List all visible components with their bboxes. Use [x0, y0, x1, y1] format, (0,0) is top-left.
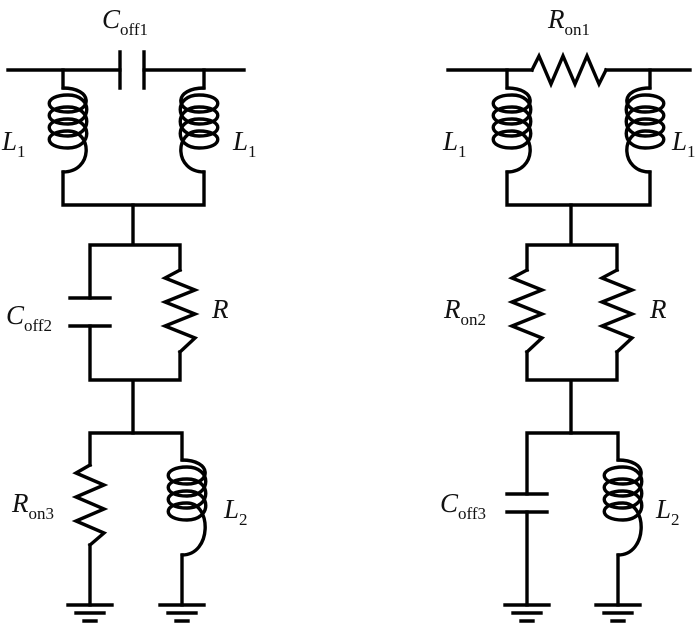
right-l2-coil-path [602, 458, 644, 557]
left-l1-left-leads [61, 68, 206, 207]
label-left-l1-right: L1 [232, 126, 257, 161]
left-l1-right-coil [178, 86, 220, 174]
label-right-c-off3: Coff3 [440, 488, 486, 523]
right-resistor-r [597, 267, 637, 355]
left-capacitor-off2 [68, 296, 112, 328]
right-mid-wires [525, 203, 619, 435]
right-circuit: Ron1 L1 L1 Ron2 R Coff3 L2 [440, 4, 696, 623]
label-left-l1-left: L1 [1, 126, 26, 161]
right-l1-left-coil [491, 86, 533, 174]
label-right-r: R [649, 294, 667, 324]
label-left-r-on3: Ron3 [11, 488, 54, 523]
left-bottom-wires [88, 431, 184, 607]
right-resistor-on1 [529, 51, 609, 89]
label-right-l1-right: L1 [671, 126, 696, 161]
left-circuit: Coff1 L1 L1 Coff2 R Ron3 L2 [1, 4, 257, 623]
left-l1-right-coil-path [178, 86, 220, 174]
label-right-l1-left: L1 [442, 126, 467, 161]
left-l1-left-coil-path [47, 86, 89, 174]
right-bottom-wires [525, 431, 620, 607]
right-l1-leads [505, 68, 652, 207]
left-l2-coil [166, 458, 208, 557]
right-resistor-on2 [507, 267, 547, 355]
right-ground-1 [503, 603, 551, 623]
right-l2-coil [602, 458, 644, 557]
right-l1-right-coil [624, 86, 666, 174]
right-l1-left-coil-path [491, 86, 533, 174]
left-mid-wires [88, 203, 182, 435]
left-resistor-on3 [71, 462, 109, 548]
label-left-c-off1: Coff1 [102, 4, 148, 39]
left-ground-2 [158, 603, 206, 623]
left-l2-coil-path [166, 458, 208, 557]
label-right-r-on2: Ron2 [443, 294, 486, 329]
label-left-r: R [211, 294, 229, 324]
right-capacitor-off3 [505, 492, 549, 514]
label-right-l2: L2 [655, 494, 680, 529]
left-resistor-r [160, 267, 200, 355]
label-left-c-off2: Coff2 [6, 300, 52, 335]
left-ground-1 [66, 603, 114, 623]
label-right-r-on1: Ron1 [547, 4, 590, 39]
left-l1-left-coil [47, 86, 89, 174]
right-l1-right-coil-path [624, 86, 666, 174]
right-ground-2 [594, 603, 642, 623]
left-capacitor-off1 [118, 50, 146, 90]
label-left-l2: L2 [223, 494, 248, 529]
